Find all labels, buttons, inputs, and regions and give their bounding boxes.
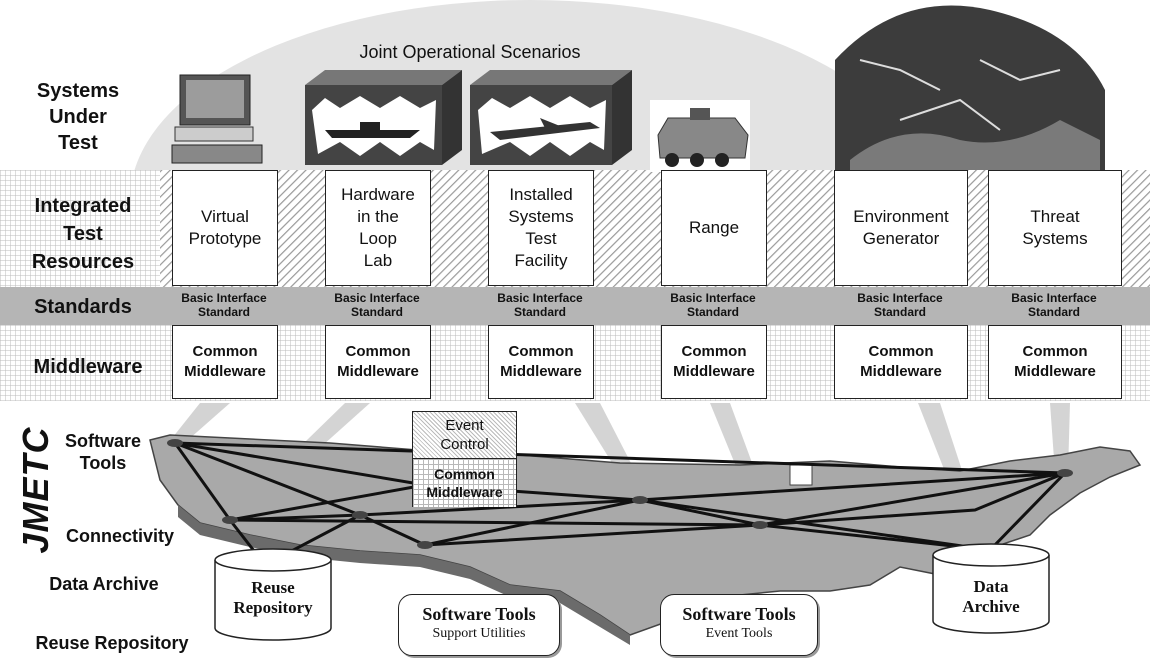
resource-box: Threat Systems	[988, 170, 1122, 286]
row-label-standards: Standards	[34, 296, 132, 318]
resource-box: Hardware in the Loop Lab	[325, 170, 431, 286]
tool-subtitle: Support Utilities	[432, 626, 526, 641]
middleware-box: Common Middleware	[172, 325, 278, 399]
standard-box: Basic Interface Standard	[670, 290, 756, 319]
event-control-box: Event Control Common Middleware	[412, 411, 517, 507]
middleware-box: Common Middleware	[661, 325, 767, 399]
standard-box: Basic Interface Standard	[334, 290, 420, 319]
row-label-systems-under-test: Systems Under Test	[36, 80, 120, 154]
standard-box: Basic Interface Standard	[497, 290, 583, 319]
standard-box: Basic Interface Standard	[857, 290, 943, 319]
aircraft-box-icon	[470, 70, 632, 165]
standard-box: Basic Interface Standard	[1011, 290, 1097, 319]
row-label-software-tools: Software Tools	[64, 431, 142, 473]
row-label-data-archive: Data Archive	[49, 574, 159, 594]
database-icon	[932, 543, 1050, 634]
row-label-reuse-repository: Reuse Repository	[35, 633, 189, 653]
jmetc-network-map	[149, 403, 1142, 645]
middleware-box: Common Middleware	[834, 325, 968, 399]
resource-box: Virtual Prototype	[172, 170, 278, 286]
event-control-middleware: Common Middleware	[413, 459, 516, 507]
software-tools-event-box: Software Tools Event Tools	[660, 594, 818, 656]
row-label-integrated-test-resources: Integrated Test Resources	[31, 195, 135, 273]
tool-title: Software Tools	[682, 604, 796, 624]
software-tools-support-box: Software Tools Support Utilities	[398, 594, 560, 656]
armored-vehicle-icon	[650, 100, 750, 172]
reuse-repository-cylinder: Reuse Repository	[214, 548, 332, 642]
systems-pictures	[171, 5, 1105, 172]
middleware-box: Common Middleware	[488, 325, 594, 399]
tool-title: Software Tools	[422, 604, 536, 624]
row-label-middleware: Middleware	[33, 356, 143, 378]
database-icon	[214, 548, 332, 641]
tool-subtitle: Event Tools	[705, 626, 773, 641]
event-control-label: Event Control	[413, 412, 516, 459]
middleware-box: Common Middleware	[325, 325, 431, 399]
resources-label-band	[0, 170, 160, 287]
ship-box-icon	[305, 70, 462, 165]
resource-box: Range	[661, 170, 767, 286]
computer-icon	[171, 74, 263, 164]
reuse-repository-label: Reuse Repository	[233, 578, 313, 617]
environment-globe-icon	[835, 5, 1105, 170]
standard-box: Basic Interface Standard	[181, 290, 267, 319]
data-archive-label: Data Archive	[962, 577, 1020, 616]
row-label-connectivity: Connectivity	[65, 526, 175, 546]
resource-box: Installed Systems Test Facility	[488, 170, 594, 286]
resource-box: Environment Generator	[834, 170, 968, 286]
data-archive-cylinder: Data Archive	[932, 543, 1050, 635]
standards-band	[0, 287, 1150, 325]
scenario-title: Joint Operational Scenarios	[359, 42, 581, 62]
middleware-box: Common Middleware	[988, 325, 1122, 399]
